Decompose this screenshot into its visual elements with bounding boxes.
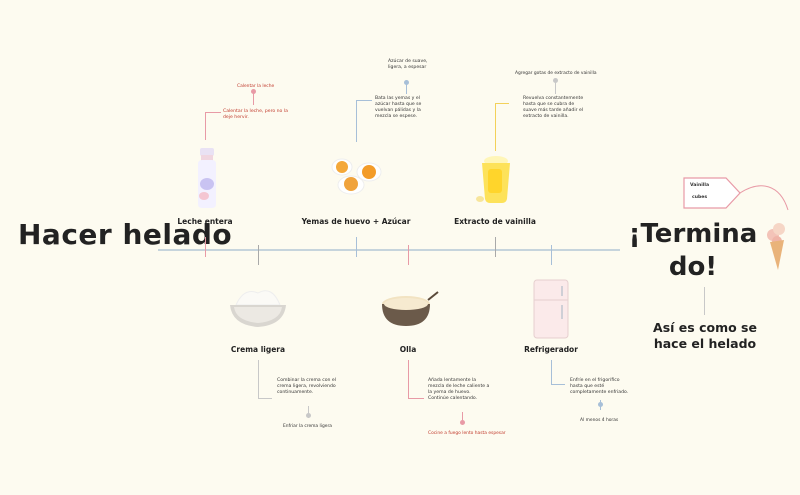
note-connector-yemas <box>356 100 357 142</box>
sub-note-refrigerador: Al menos 4 horas <box>580 418 619 423</box>
step-label-refrigerador: Refrigerador <box>524 345 578 354</box>
cream-bowl-icon <box>230 290 286 327</box>
step-marker-leche <box>205 237 206 257</box>
tag-line-1: Vainilla <box>690 183 710 188</box>
page-title: Hacer helado <box>18 218 233 251</box>
sub-note-leche: Calentar la leche <box>237 84 275 89</box>
step-marker-vainilla <box>495 237 496 257</box>
sub-note-crema: Enfriar la crema ligera <box>283 424 332 429</box>
note-connector-crema <box>258 360 259 398</box>
note-leche: Calentar la leche, pero no la deje hervi… <box>223 109 288 120</box>
step-marker-refrigerador <box>551 245 552 265</box>
step-label-yemas: Yemas de huevo + Azúcar <box>301 217 411 226</box>
tag-line-2: cubes <box>692 195 708 200</box>
timeline-axis <box>158 249 620 251</box>
note-connector-leche <box>205 112 206 140</box>
sub-note-olla: Cocine a fuego lento hasta espesar <box>428 431 506 436</box>
pot-icon <box>382 291 439 326</box>
note-refrigerador: Enfríe en el frigorífico hasta que esté … <box>570 378 629 395</box>
ice-cream-icon <box>767 223 785 270</box>
step-marker-crema <box>258 245 259 265</box>
finish-title: ¡Termina do! <box>628 219 758 282</box>
note-connector-olla <box>408 360 409 398</box>
step-label-vainilla: Extracto de vainilla <box>454 217 536 226</box>
note-yemas: Bata las yemas y el azúcar hasta que se … <box>375 96 422 119</box>
step-label-leche: Leche entera <box>177 217 233 226</box>
milk-bottle-icon <box>198 148 216 208</box>
finish-subtitle: Así es como se hace el helado <box>653 320 757 351</box>
refrigerator-icon <box>533 279 569 339</box>
note-crema: Combinar la crema con el crema ligera, r… <box>277 378 337 395</box>
step-marker-yemas <box>356 237 357 257</box>
finish-connector <box>704 287 705 315</box>
step-label-olla: Olla <box>399 345 417 354</box>
step-label-crema: Crema ligera <box>230 345 286 354</box>
note-connector-vainilla <box>495 103 496 151</box>
note-olla: Añada lentamente la mezcla de leche cali… <box>428 378 490 401</box>
step-marker-olla <box>408 245 409 265</box>
vanilla-glass-icon <box>476 156 510 203</box>
note-vainilla: Revuelva constantemente hasta que se cub… <box>523 96 584 119</box>
note-connector-refrigerador <box>551 360 552 384</box>
sub-note-vainilla: Agregar gotas de extracto de vainilla <box>515 71 597 76</box>
eggs-icon <box>331 158 382 195</box>
sub-note-yemas: Azúcar de suave, ligera, a espesar <box>388 59 428 70</box>
vanilla-tag-graphic <box>683 177 789 270</box>
